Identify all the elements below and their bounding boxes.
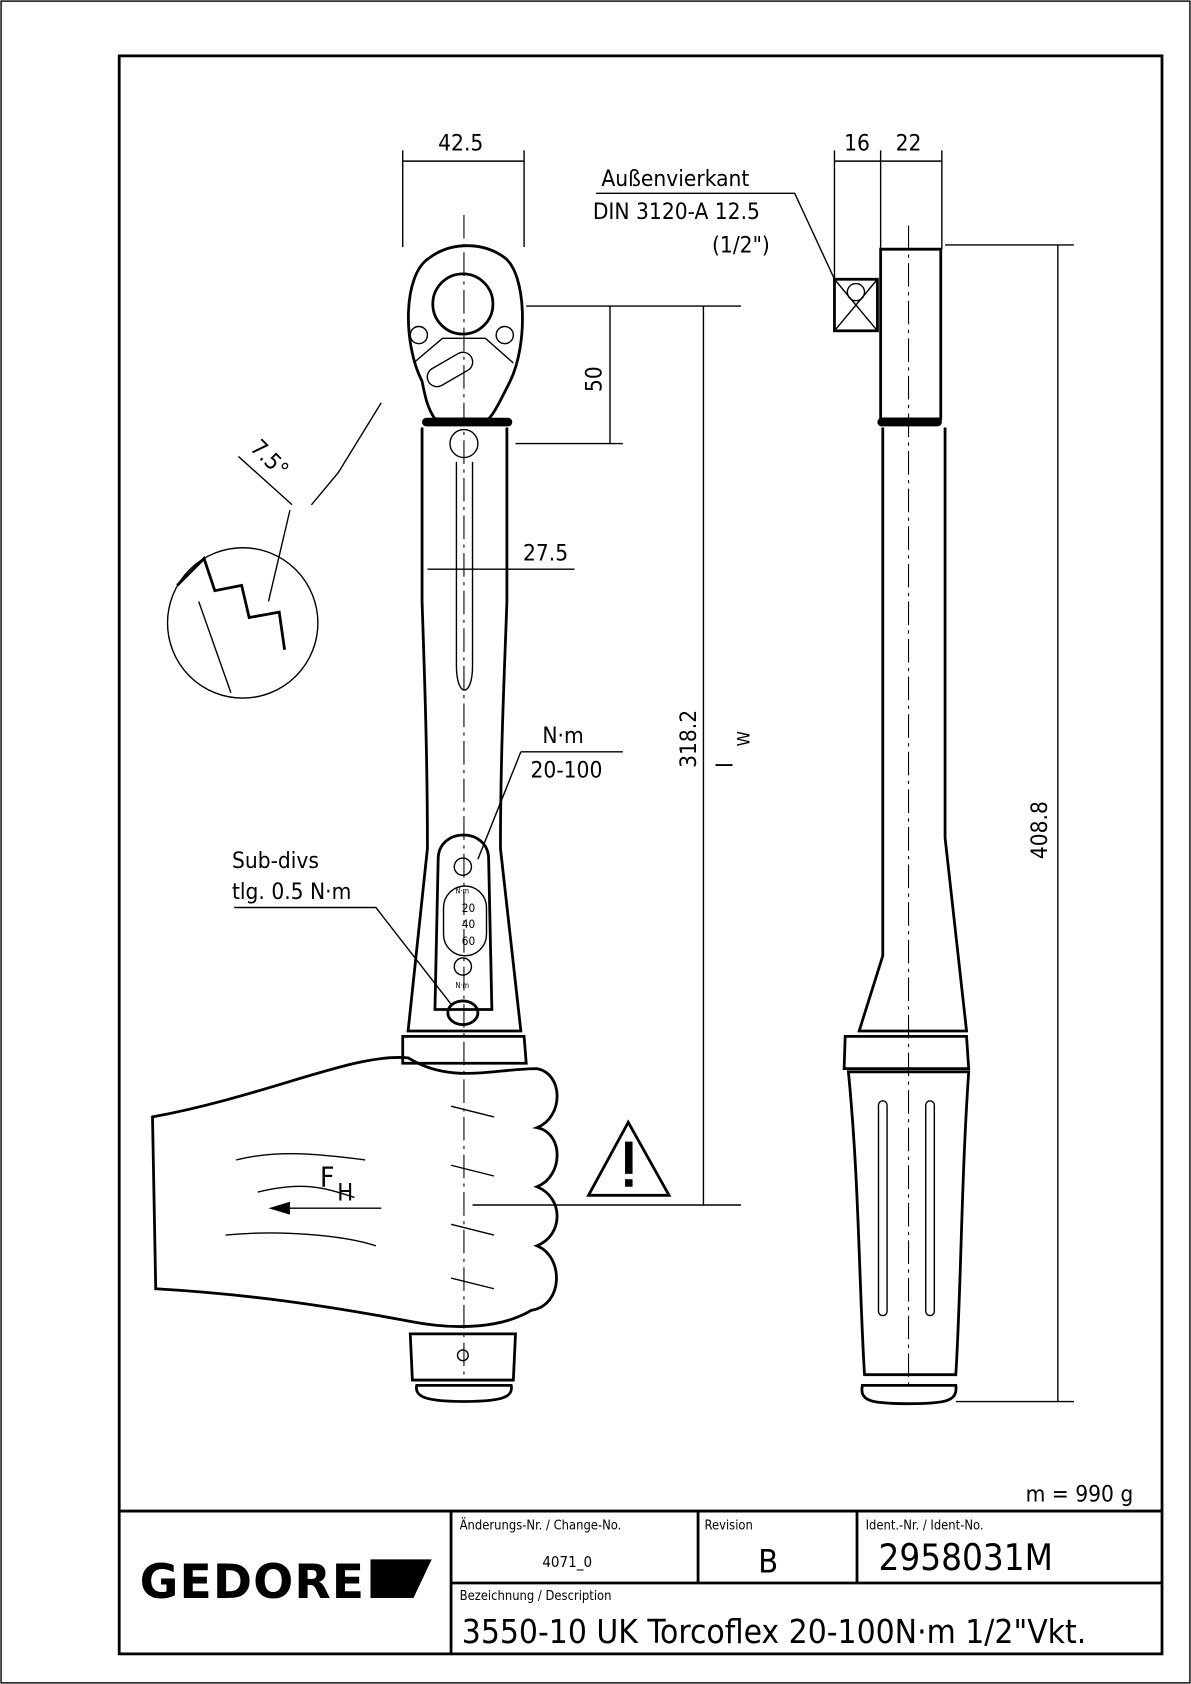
square-standard: DIN 3120-A 12.5 (593, 199, 760, 225)
scale-tick-60: 60 (462, 934, 476, 948)
dim-tooth-angle: 7.5° (245, 435, 293, 483)
ident-value: 2958031M (878, 1536, 1053, 1579)
change-label: Änderungs-Nr. / Change-No. (460, 1517, 622, 1533)
mass-label: m = 990 g (1026, 1481, 1134, 1507)
logo-wedge (370, 1559, 432, 1599)
scale-unit-top: N·m (455, 887, 469, 896)
scale-tick-40: 40 (462, 917, 476, 931)
wrench-side-view (833, 225, 971, 1406)
revision-label: Revision (705, 1518, 753, 1533)
lw-symbol: l (712, 762, 738, 768)
scale-unit-bottom: N·m (455, 981, 469, 990)
dim-square-offset: 16 (844, 130, 870, 156)
dim-head-depth: 22 (896, 130, 922, 156)
square-size: (1/2") (712, 232, 770, 258)
description-value: 3550-10 UK Torcoflex 20-100N·m 1/2"Vkt. (462, 1612, 1086, 1651)
unit-label: N·m (542, 723, 583, 749)
scale-tick-20: 20 (462, 901, 476, 915)
revision-value: B (758, 1542, 778, 1580)
subdivs-label: Sub-divs (232, 848, 319, 874)
dimension-lines (234, 150, 1074, 1403)
dim-overall-length: 408.8 (1027, 801, 1053, 859)
description-label: Bezeichnung / Description (460, 1589, 612, 1604)
wrench-front-view: N·m 20 40 60 N·m (151, 214, 559, 1403)
force-subscript: H (337, 1179, 353, 1207)
ident-label: Ident.-Nr. / Ident-No. (866, 1518, 984, 1533)
title-block: GEDORE Änderungs-Nr. / Change-No. 4071_0… (119, 1509, 1163, 1654)
dim-head-width: 42.5 (438, 130, 483, 156)
dim-shaft-width: 27.5 (523, 541, 568, 567)
lw-subscript: W (735, 731, 755, 746)
force-symbol: F (320, 1161, 334, 1194)
range-label: 20-100 (531, 758, 603, 784)
drawing-frame (117, 54, 1164, 1656)
change-value: 4071_0 (542, 1553, 592, 1572)
subdivs-value: tlg. 0.5 N·m (232, 879, 351, 905)
gedore-logo: GEDORE (140, 1555, 366, 1610)
dim-effective-length: 318.2 (676, 710, 702, 768)
dim-head-to-pivot: 50 (581, 366, 607, 392)
square-label: Außenvierkant (601, 166, 749, 192)
